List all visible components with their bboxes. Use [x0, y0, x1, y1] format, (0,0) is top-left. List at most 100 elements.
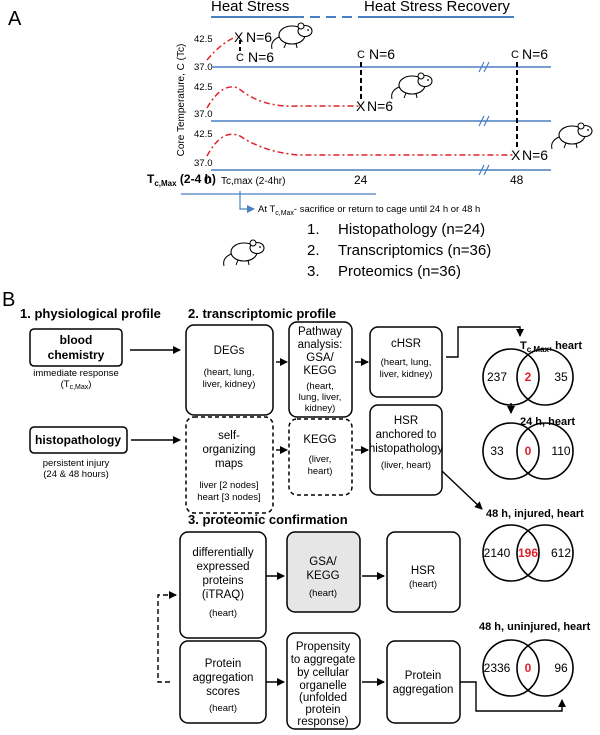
prop-line-4: organelle: [299, 680, 346, 692]
chsr-title: cHSR: [391, 338, 421, 350]
blood-title-2: chemistry: [48, 348, 105, 362]
section-2-title: 2. transcriptomic profile: [188, 306, 336, 321]
venn-3-center: 196: [518, 546, 538, 560]
venn-1-right: 35: [554, 370, 568, 384]
prop-sub-2: protein: [305, 704, 340, 716]
pas-sub: (heart): [209, 703, 237, 714]
som-line-1: self-: [218, 430, 240, 442]
pagg-line-2: aggregation: [393, 684, 454, 696]
gsa-sub: (heart): [309, 588, 337, 599]
blood-note-1: immediate response: [33, 368, 119, 379]
som-line-2: organizing: [202, 444, 255, 456]
box-degs: [185, 324, 274, 416]
histo-note-1: persistent injury: [43, 458, 110, 469]
section-3-title: 3. proteomic confirmation: [188, 512, 348, 527]
pathway-line-2: analysis:: [298, 339, 343, 351]
n-label-1b: N=6: [248, 49, 274, 65]
som-sub-1: liver [2 nodes]: [199, 480, 258, 491]
tcmax-label: Tc,Max (2-4 h): [147, 172, 216, 188]
pathway-sub-2: lung, liver,: [299, 392, 342, 403]
box-gsa-kegg: [286, 531, 361, 613]
x-tick-48: 48: [510, 173, 524, 187]
dep-sub: (heart): [209, 608, 237, 619]
section-1-title: 1. physiological profile: [20, 306, 161, 321]
venn-3-right: 612: [551, 546, 571, 560]
gsa-line-2: KEGG: [306, 570, 339, 582]
prop-line-2: to aggregate: [291, 654, 356, 666]
x-tick-0: 0: [204, 173, 211, 187]
hsr-sub: (heart): [409, 579, 437, 590]
dep-line-2: expressed: [196, 561, 249, 573]
degs-sub-2: liver, kidney): [203, 379, 256, 390]
ytick-low-2: 37.0: [194, 109, 213, 120]
venn-2-left: 33: [490, 444, 504, 458]
panel-a-letter: A: [8, 8, 22, 30]
venn-3: 48 h, injured, heart 2140 196 612: [482, 508, 584, 582]
sacrifice-note: At Tc,Max- sacrifice or return to cage u…: [258, 204, 480, 217]
list-text-1: Histopathology (n=24): [338, 221, 485, 238]
chsr-sub-1: (heart, lung,: [381, 357, 432, 368]
ytick-high-1: 42.5: [194, 34, 213, 45]
pathway-sub-1: (heart,: [306, 381, 333, 392]
venn-4-title: 48 h, uninjured, heart: [479, 621, 591, 633]
marker-c-2: C: [357, 49, 365, 61]
blood-title: blood: [60, 333, 93, 347]
venn-2-right: 110: [551, 444, 570, 458]
degs-title: DEGs: [214, 345, 245, 357]
header-heat-stress-recovery: Heat Stress Recovery: [364, 0, 510, 15]
y-axis-label: Core Temperature, C (Tc): [176, 44, 187, 157]
marker-x-3: X: [511, 147, 521, 163]
box-dep: [179, 531, 267, 639]
marker-x-1: X: [234, 29, 244, 45]
prop-sub-1: (unfolded: [299, 692, 347, 704]
marker-c-3: C: [511, 49, 519, 61]
box-kegg: [288, 418, 353, 496]
note-arrow: [239, 191, 255, 213]
kegg-sub-2: heart): [308, 466, 333, 477]
n-label-2-top: N=6: [369, 46, 395, 62]
pas-line-3: scores: [206, 686, 240, 698]
n-label-1: N=6: [246, 29, 272, 45]
temp-curve-1: [206, 36, 237, 61]
prop-sub-3: response): [297, 716, 348, 728]
temp-curve-2: [206, 86, 360, 109]
hsr-anch-1: HSR: [394, 415, 418, 427]
gsa-line-1: GSA/: [309, 556, 337, 568]
header-heat-stress: Heat Stress: [211, 0, 289, 15]
hsr-anch-2: anchored to: [376, 429, 437, 441]
venn-3-title: 48 h, injured, heart: [486, 508, 584, 520]
rat-icon: [391, 72, 433, 100]
pathway-line-1: Pathway: [298, 326, 342, 338]
prop-line-3: by cellular: [297, 667, 349, 679]
venn-1-center: 2: [525, 370, 532, 384]
flow-arrows: [130, 326, 566, 712]
histo-note-2: (24 & 48 hours): [43, 469, 108, 480]
venn-2-center: 0: [525, 444, 532, 458]
box-histopathology: [29, 426, 128, 454]
venn-1-title: Tc,Max, heart: [520, 340, 582, 354]
box-som: [185, 416, 274, 514]
list-text-3: Proteomics (n=36): [338, 263, 461, 280]
box-propensity: [286, 632, 361, 730]
degs-sub-1: (heart, lung,: [204, 367, 255, 378]
venn-1-left: 237: [487, 370, 507, 384]
pathway-sub-3: kidney): [305, 403, 336, 414]
method-list: 1. Histopathology (n=24) 2. Transcriptom…: [307, 221, 491, 280]
box-blood-chemistry: [29, 328, 123, 367]
box-chsr: [369, 326, 443, 398]
pathway-line-3: GSA/: [306, 352, 334, 364]
rat-icon: [223, 239, 265, 267]
list-num-3: 3.: [307, 263, 320, 280]
list-text-2: Transcriptomics (n=36): [338, 242, 491, 259]
pas-line-1: Protein: [205, 658, 241, 670]
temp-curve-3: [206, 133, 515, 157]
row-3: 42.5 37.0 C N=6 X N=6: [194, 46, 593, 171]
pagg-line-1: Protein: [405, 670, 441, 682]
ytick-high-2: 42.5: [194, 82, 213, 93]
row-1: 42.5 37.0 X N=6 C N=6: [194, 22, 551, 73]
prop-line-1: Propensity: [296, 641, 351, 653]
blood-note-2: (Tc,Max): [61, 379, 92, 391]
marker-c-1: C: [236, 52, 244, 64]
n-label-3-top: N=6: [522, 46, 548, 62]
